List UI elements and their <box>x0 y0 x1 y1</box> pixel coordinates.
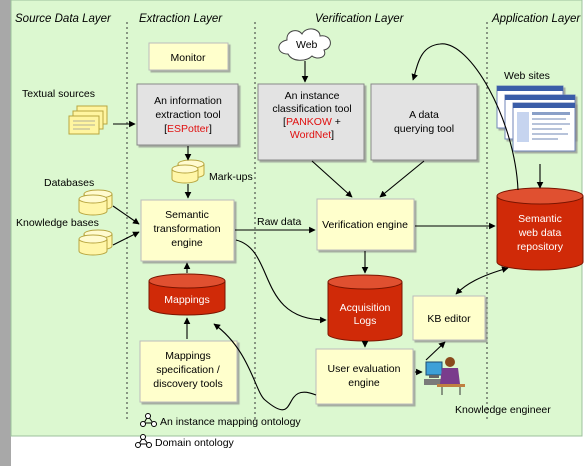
mappings-specification-tools-box: Mappings specification / discovery tools <box>139 340 238 403</box>
instance-classification-line2: classification tool <box>272 103 351 115</box>
repository-line2: web data <box>518 227 562 239</box>
legend-instance-mapping-ontology: An instance mapping ontology <box>160 416 301 428</box>
mappings-spec-line2: specification / <box>156 364 220 376</box>
semantic-web-data-repository-cylinder: Semantic web data repository <box>496 187 584 271</box>
semantic-transformation-line1: Semantic <box>165 209 209 221</box>
web-cloud-icon: Web <box>278 28 331 61</box>
user-evaluation-line2: engine <box>348 377 380 389</box>
arrow-databases-to-transformation <box>112 205 140 225</box>
mappings-label: Mappings <box>164 294 210 306</box>
layer-title-source: Source Data Layer <box>15 13 112 25</box>
connector-arrows <box>112 43 544 411</box>
acquisition-logs-cylinder: Acquisition Logs <box>327 274 403 342</box>
semantic-transformation-line3: engine <box>171 237 203 249</box>
mappings-spec-line3: discovery tools <box>153 378 222 390</box>
instance-classification-tool1: [PANKOW + <box>283 116 341 128</box>
acquisition-logs-line2: Logs <box>354 315 377 327</box>
user-evaluation-line1: User evaluation <box>328 363 401 375</box>
textual-sources-icon <box>68 105 108 135</box>
repository-line1: Semantic <box>518 213 562 225</box>
layer-title-application: Application Layer <box>491 13 581 25</box>
repository-line3: repository <box>517 241 564 253</box>
mappings-cylinder: Mappings <box>148 273 226 316</box>
arrow-transformation-to-logs <box>235 239 327 324</box>
user-evaluation-engine-box: User evaluation engine <box>315 348 414 405</box>
data-querying-line2: querying tool <box>394 123 454 135</box>
arrow-repository-to-querying <box>411 43 519 191</box>
monitor-box: Monitor <box>148 42 229 71</box>
knowledge-engineer-label: Knowledge engineer <box>455 404 551 416</box>
markups-icon <box>171 159 205 184</box>
layer-title-verification: Verification Layer <box>315 13 405 25</box>
info-extraction-line2: extraction tool <box>155 109 220 121</box>
data-querying-tool-box: A data querying tool <box>370 83 478 161</box>
layer-title-extraction: Extraction Layer <box>139 13 223 25</box>
instance-classification-tool2: WordNet] <box>290 129 334 141</box>
verification-engine-label: Verification engine <box>322 219 408 231</box>
info-extraction-tool-name: [ESPotter] <box>164 123 212 135</box>
arrow-engineer-to-kbeditor <box>425 341 446 361</box>
information-extraction-tool-box: An information extraction tool [ESPotter… <box>136 83 239 146</box>
arrow-querying-to-verification <box>379 160 425 198</box>
databases-icon <box>78 189 113 216</box>
legend-domain-ontology: Domain ontology <box>155 437 235 449</box>
arrow-kbeditor-repository <box>455 266 509 295</box>
web-label: Web <box>296 39 318 51</box>
arrow-evaluation-to-mappings <box>213 323 317 411</box>
instance-classification-line1: An instance <box>285 90 340 102</box>
verification-engine-box: Verification engine <box>316 198 415 251</box>
mappings-spec-line1: Mappings <box>165 350 211 362</box>
semantic-transformation-line2: transformation <box>153 223 220 235</box>
domain-ontology-triangle-icon <box>135 434 152 448</box>
kb-editor-box: KB editor <box>412 295 486 341</box>
monitor-label: Monitor <box>170 52 206 64</box>
info-extraction-line1: An information <box>154 95 222 107</box>
kb-editor-label: KB editor <box>427 313 471 325</box>
knowledge-bases-icon <box>78 229 113 256</box>
markups-label: Mark-ups <box>209 171 253 183</box>
textual-sources-label: Textual sources <box>22 88 95 100</box>
semantic-transformation-engine-box: Semantic transformation engine <box>140 199 235 262</box>
acquisition-logs-line1: Acquisition <box>340 302 391 314</box>
web-sites-screenshots-icon <box>496 85 576 152</box>
arrow-classification-to-verification <box>311 160 353 198</box>
left-scrollbar-strip <box>0 0 11 466</box>
knowledge-bases-label: Knowledge bases <box>16 217 99 229</box>
raw-data-label: Raw data <box>257 216 302 228</box>
instance-classification-tool-box: An instance classification tool [PANKOW … <box>257 83 365 161</box>
data-querying-line1: A data <box>409 109 439 121</box>
databases-label: Databases <box>44 177 94 189</box>
arrow-knowledgebases-to-transformation <box>112 231 140 246</box>
web-sites-label: Web sites <box>504 70 550 82</box>
knowledge-engineer-icon <box>424 357 465 395</box>
ontology-triangle-icon <box>140 413 157 427</box>
